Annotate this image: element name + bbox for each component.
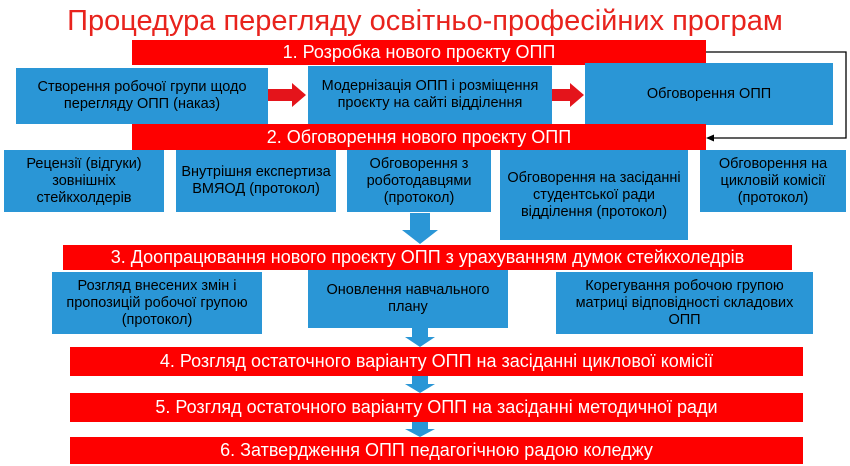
step-6-bar: 6. Затвердження ОПП педагогічною радою к… [70, 437, 803, 464]
stage2-box-cycle-commission: Обговорення на цикловій комісії (протоко… [700, 150, 846, 212]
step-5-bar: 5. Розгляд остаточного варіанту ОПП на з… [70, 393, 803, 422]
stage2-box-student-council: Обговорення на засіданні студентської ра… [500, 150, 688, 240]
page-title: Процедура перегляду освітньо-професійних… [67, 5, 783, 37]
step-4-bar: 4. Розгляд остаточного варіанту ОПП на з… [70, 347, 803, 376]
stage1-box-modernization: Модернізація ОПП і розміщення проєкту на… [308, 66, 552, 124]
stage1-box-discussion: Обговорення ОПП [585, 63, 833, 125]
right-arrow-icon [552, 83, 584, 107]
stage2-box-internal-expertise: Внутрішня експертиза ВМЯОД (протокол) [176, 150, 336, 212]
stage2-box-reviews: Рецензії (відгуки) зовнішніх стейкхолдер… [4, 150, 164, 212]
stage2-box-employers: Обговорення з роботодавцями (протокол) [347, 150, 491, 212]
step-2-bar: 2. Обговорення нового проєкту ОПП [132, 124, 706, 150]
step-3-bar: 3. Доопрацювання нового проєкту ОПП з ур… [63, 245, 792, 270]
stage1-box-working-group: Створення робочої групи щодо перегляду О… [16, 68, 268, 124]
feedback-arrowhead-icon [706, 134, 714, 142]
down-arrow-icon [405, 328, 435, 347]
down-arrow-icon [402, 213, 438, 244]
down-arrow-icon [405, 376, 435, 393]
step-1-bar: 1. Розробка нового проєкту ОПП [132, 40, 706, 65]
stage3-box-update-plan: Оновлення навчального плану [308, 270, 508, 328]
stage3-box-matrix-correction: Корегування робочою групою матриці відпо… [556, 272, 813, 334]
stage3-box-review-changes: Розгляд внесених змін і пропозицій робоч… [52, 272, 262, 334]
down-arrow-icon [405, 422, 435, 437]
right-arrow-icon [268, 83, 306, 107]
feedback-loop-line [705, 51, 847, 139]
